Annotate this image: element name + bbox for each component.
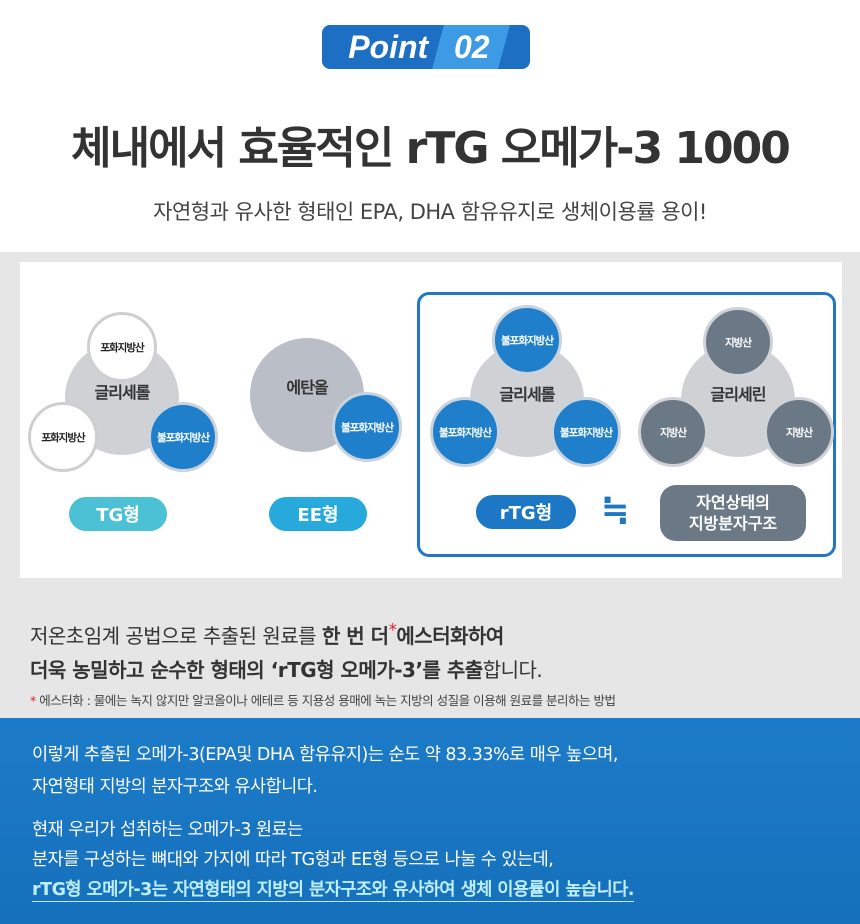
tg-label: TG형 [69,497,167,531]
tg-fatty-acid-left: 포화지방산 [28,402,98,472]
approx-equal-icon: ≒ [601,490,630,530]
natural-fatty-acid-left: 지방산 [638,397,708,467]
tg-unsaturated: 불포화지방산 [148,402,218,472]
rtg-unsaturated-top: 불포화지방산 [492,305,562,375]
desc-line2: 더욱 농밀하고 순수한 형태의 ‘rTG형 오메가-3’를 추출합니다. [30,654,543,683]
rtg-unsaturated-right: 불포화지방산 [551,397,621,467]
desc-text: 저온초임계 공법으로 추출된 원료를 [30,624,322,648]
asterisk: * [388,620,397,640]
rtg-label: rTG형 [476,495,576,529]
info-line: 분자를 구성하는 뼈대와 가지에 따라 TG형과 EE형 등으로 나눌 수 있는… [32,850,554,870]
point-badge: Point 02 [322,25,530,69]
info-section: 이렇게 추출된 오메가-3(EPA및 DHA 함유유지)는 순도 약 83.33… [0,718,860,924]
desc-bold: 더욱 농밀하고 순수한 형태의 ‘rTG형 오메가-3’를 추출 [30,658,483,682]
rtg-highlight-box [417,292,836,557]
footnote: * 에스터화 : 물에는 녹지 않지만 알코올이나 에테르 등 지용성 용매에 … [30,690,616,709]
ee-unsaturated: 불포화지방산 [332,392,402,462]
asterisk: * [30,693,36,708]
desc-bold: 한 번 더 [321,624,389,648]
info-line: 현재 우리가 섭취하는 오메가-3 원료는 [32,820,303,840]
desc-bold: 에스터화하여 [396,624,504,648]
footnote-text: 에스터화 : 물에는 녹지 않지만 알코올이나 에테르 등 지용성 용매에 녹는… [35,693,616,708]
desc-line1: 저온초임계 공법으로 추출된 원료를 한 번 더*에스터화하여 [30,620,504,649]
rtg-unsaturated-left: 불포화지방산 [430,397,500,467]
badge-number: 02 [454,29,490,65]
subtitle: 자연형과 유사한 형태인 EPA, DHA 함유유지로 생체이용률 용이! [153,200,707,224]
natural-fatty-acid-right: 지방산 [764,397,834,467]
desc-text: 합니다. [482,658,543,682]
badge-word: Point [348,28,429,65]
natural-label-line2: 지방분자구조 [688,514,778,533]
tg-fatty-acid-top: 포화지방산 [87,312,157,382]
info-line: 이렇게 추출된 오메가-3(EPA및 DHA 함유유지)는 순도 약 83.33… [32,745,618,765]
natural-label-line1: 자연상태의 [696,493,770,512]
info-line: 자연형태 지방의 분자구조와 유사합니다. [32,777,318,797]
natural-fatty-acid-top: 지방산 [703,307,773,377]
info-highlight: rTG형 오메가-3는 자연형태의 지방의 분자구조와 유사하여 생체 이용률이… [32,876,634,902]
page-title: 체내에서 효율적인 rTG 오메가-3 1000 [71,123,791,174]
ee-label: EE형 [269,497,367,531]
